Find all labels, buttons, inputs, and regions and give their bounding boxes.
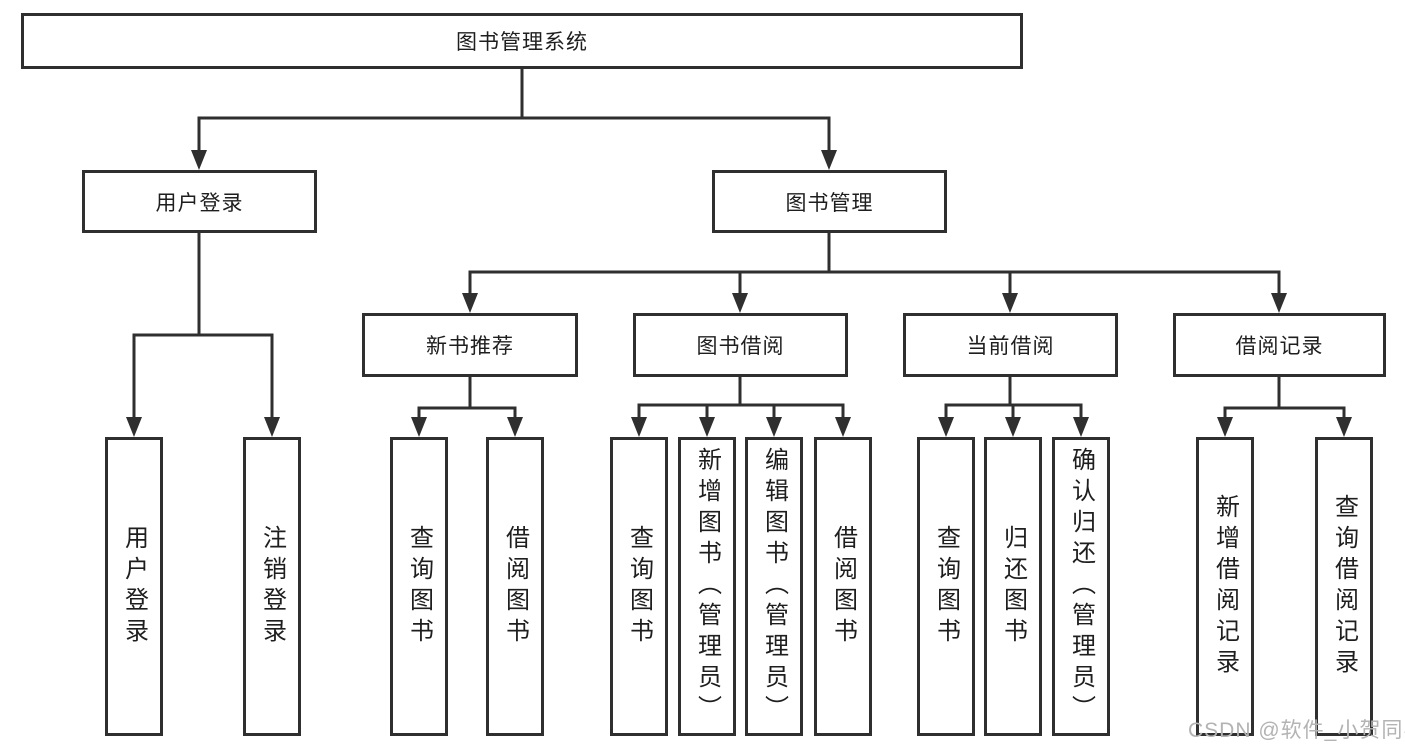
leaf-user-login: 用户登录 [105, 437, 163, 736]
node-book-management: 图书管理 [712, 170, 947, 233]
leaf-recommend-query-books: 查询图书 [390, 437, 448, 736]
leaf-edit-books-admin: 编辑图书（管理员） [745, 437, 803, 736]
leaf-add-borrow-record: 新增借阅记录 [1196, 437, 1254, 736]
node-book-borrow: 图书借阅 [633, 313, 848, 377]
leaf-borrow-books: 借阅图书 [814, 437, 872, 736]
node-current-borrow: 当前借阅 [903, 313, 1118, 377]
leaf-add-books-admin: 新增图书（管理员） [678, 437, 736, 736]
leaf-recommend-borrow-books: 借阅图书 [486, 437, 544, 736]
node-user-login: 用户登录 [82, 170, 317, 233]
leaf-return-books: 归还图书 [984, 437, 1042, 736]
node-borrow-records: 借阅记录 [1173, 313, 1386, 377]
leaf-borrow-query-books: 查询图书 [610, 437, 668, 736]
node-new-book-recommend: 新书推荐 [362, 313, 578, 377]
leaf-logout: 注销登录 [243, 437, 301, 736]
leaf-confirm-return-admin: 确认归还（管理员） [1052, 437, 1110, 736]
leaf-current-query-books: 查询图书 [917, 437, 975, 736]
leaf-query-borrow-record: 查询借阅记录 [1315, 437, 1373, 736]
csdn-watermark: CSDN @软件_小贺同学 [1188, 719, 1405, 742]
node-root-system: 图书管理系统 [21, 13, 1023, 69]
